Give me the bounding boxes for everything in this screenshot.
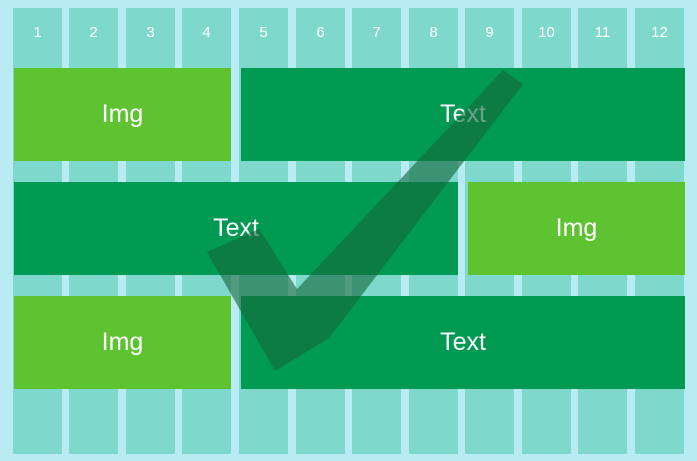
img-block: Img [14,296,231,389]
text-block: Text [241,296,685,389]
column-number: 11 [594,24,611,41]
column-number: 6 [316,24,325,41]
column-number: 1 [33,24,42,41]
column-number: 10 [538,24,555,41]
img-block: Img [468,182,685,275]
column-number: 2 [89,24,98,41]
column-number: 12 [651,24,668,41]
column-number: 3 [146,24,155,41]
img-block: Img [14,68,231,161]
text-block: Text [241,68,685,161]
column-number: 8 [429,24,438,41]
column-number: 5 [259,24,268,41]
column-number: 9 [485,24,494,41]
text-block: Text [14,182,458,275]
column-number: 4 [202,24,211,41]
column-number: 7 [372,24,381,41]
